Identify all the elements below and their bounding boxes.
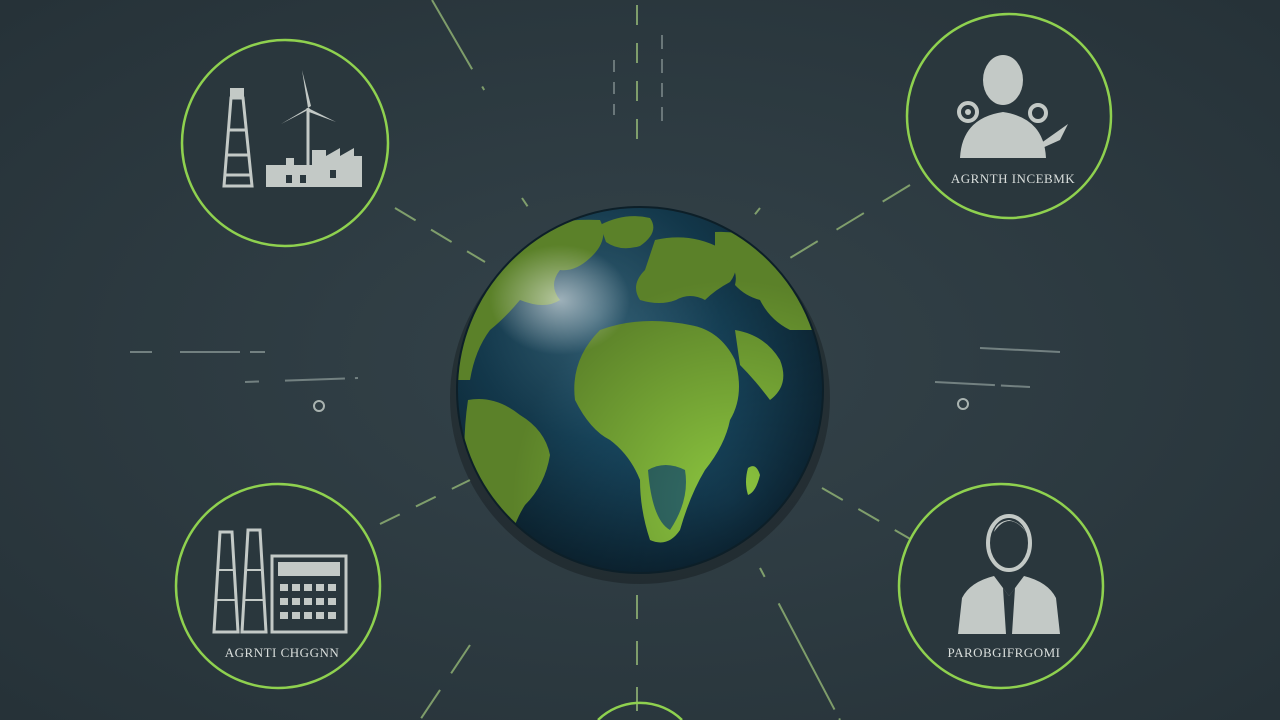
- node-participant-bottom-right: [897, 482, 1105, 690]
- connector-top-right: [789, 184, 911, 259]
- node-label-agent-bottom-left: AGRNTI CHGGNN: [224, 645, 340, 660]
- node-agent-top-right: [905, 12, 1113, 220]
- node-energy-infrastructure: [180, 38, 390, 248]
- connector-left-2: [244, 377, 359, 383]
- connector-bottom-diag-left: [419, 644, 471, 720]
- connector-bottom-diag-right: [759, 567, 841, 720]
- node-agent-bottom-left: [174, 482, 382, 690]
- connector-top-left-diag: [431, 0, 491, 101]
- connector-right-2: [934, 381, 1031, 388]
- connector-top-right-short: [751, 207, 761, 219]
- node-dot-right: [957, 398, 969, 410]
- connector-right-1: [979, 347, 1061, 353]
- businessman-icon: [958, 514, 1060, 634]
- tower-wind-turbine-factory-icon: [222, 70, 362, 188]
- earth-globe-icon: [450, 206, 830, 584]
- connector-bottom-right: [821, 487, 913, 541]
- connector-bottom-left: [379, 479, 471, 525]
- node-label-agent-top-right: AGRNTH INCEBMK: [950, 171, 1076, 186]
- node-dot-left: [313, 400, 325, 412]
- node-label-participant-bottom-right: PAROBGIFRGOMI: [947, 645, 1061, 660]
- partial-node-circle: [597, 701, 683, 720]
- smokestack-building-icon: [212, 528, 348, 634]
- connector-energy: [394, 207, 486, 263]
- person-gears-icon: [957, 55, 1068, 158]
- connector-top-mid: [521, 197, 531, 211]
- connector-lines: [130, 0, 1061, 720]
